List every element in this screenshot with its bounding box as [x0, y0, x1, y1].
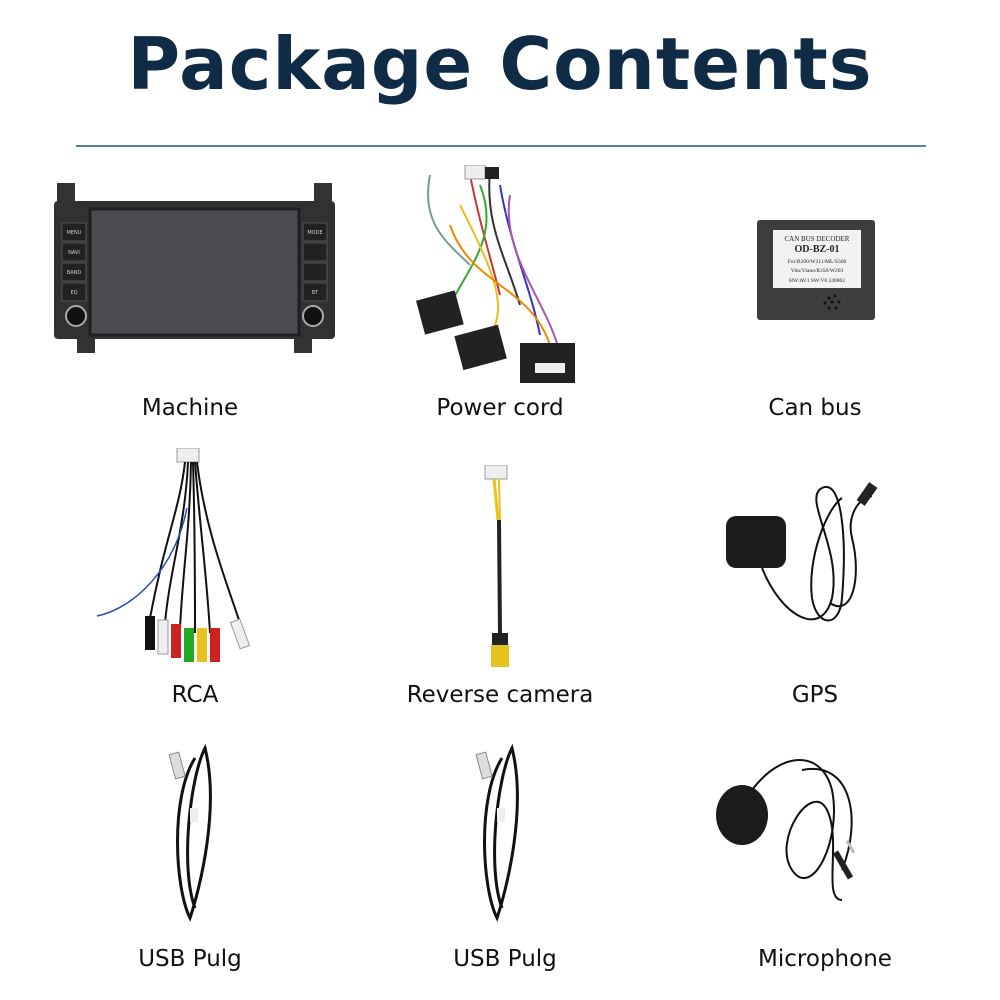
button-mode: MODE	[307, 230, 322, 236]
usb-cable-image	[168, 743, 212, 922]
label-gps: GPS	[791, 682, 839, 708]
label-microphone: Microphone	[758, 946, 892, 972]
usb-cable-image-2	[475, 743, 519, 922]
button-bt: BT	[312, 290, 319, 296]
label-power-cord: Power cord	[436, 395, 564, 421]
decoder-line1: CAN BUS DECODER	[785, 235, 850, 243]
button-navi: NAVI	[68, 250, 80, 256]
power-cord-image	[416, 165, 575, 383]
decoder-line4: Vito/Viano/R350/W203	[791, 268, 844, 274]
divider	[76, 145, 926, 147]
label-usb-1: USB Pulg	[138, 946, 242, 972]
gps-image	[726, 482, 878, 622]
label-reverse-camera: Reverse camera	[406, 682, 594, 708]
label-can-bus: Can bus	[768, 395, 862, 421]
label-machine: Machine	[141, 395, 239, 421]
page-title: Package Contents	[127, 22, 873, 106]
button-menu: MENU	[67, 230, 82, 236]
decoder-line5: HW:AV1 SW:V8 240802	[789, 278, 845, 284]
label-rca: RCA	[171, 682, 219, 708]
rca-image	[96, 448, 251, 662]
can-bus-image: CAN BUS DECODER OD-BZ-01 For:B200/W211/M…	[757, 220, 875, 320]
microphone-image	[716, 759, 856, 901]
label-usb-2: USB Pulg	[453, 946, 557, 972]
reverse-camera-image	[484, 465, 509, 667]
decoder-line3: For:B200/W211/ML/S300	[788, 259, 847, 265]
decoder-model: OD-BZ-01	[795, 244, 840, 255]
machine-image: MENU NAVI BAND EQ MODE BT	[54, 183, 335, 353]
button-eq: EQ	[70, 290, 77, 296]
button-band: BAND	[67, 270, 82, 276]
